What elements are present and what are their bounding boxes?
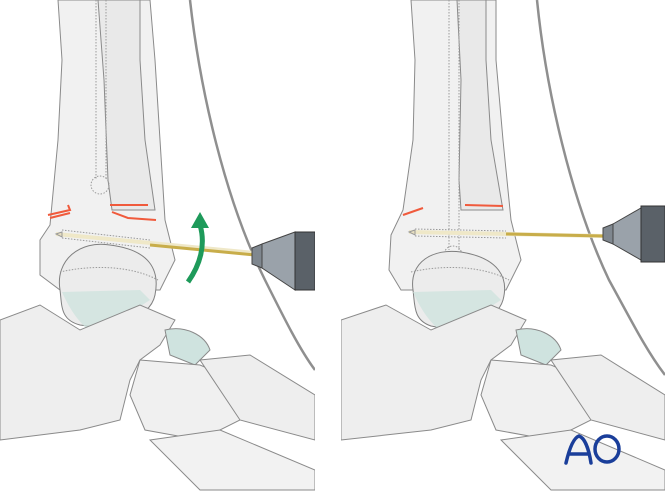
drill-chuck [251, 231, 315, 291]
ao-logo: AO [563, 432, 623, 466]
fibula [456, 0, 504, 211]
ankle-illustration-left [0, 0, 315, 491]
fracture-line-medial [402, 207, 424, 216]
metatarsals [148, 429, 315, 491]
fracture-line-lateral [110, 204, 157, 221]
navicular [164, 328, 211, 366]
drill-chuck [602, 205, 665, 263]
illustration-panel-right [341, 0, 665, 493]
calcaneus [341, 304, 527, 441]
fracture-line-lateral [464, 204, 504, 207]
navicular [515, 328, 562, 366]
metatarsals [499, 429, 665, 491]
ankle-illustration-right [341, 0, 665, 491]
illustration-panel-left [0, 0, 315, 493]
cuneiforms [199, 354, 315, 441]
fibula [97, 0, 156, 211]
k-wire [55, 232, 256, 255]
calcaneus [0, 304, 176, 441]
cartilage [413, 290, 501, 335]
fracture-line-medial [47, 204, 72, 219]
skin-outline [188, 0, 315, 371]
cartilage [62, 290, 150, 335]
skin-outline [535, 0, 665, 376]
rotation-arrow [185, 224, 205, 284]
cuneiforms [550, 354, 665, 441]
tibia [388, 0, 522, 291]
